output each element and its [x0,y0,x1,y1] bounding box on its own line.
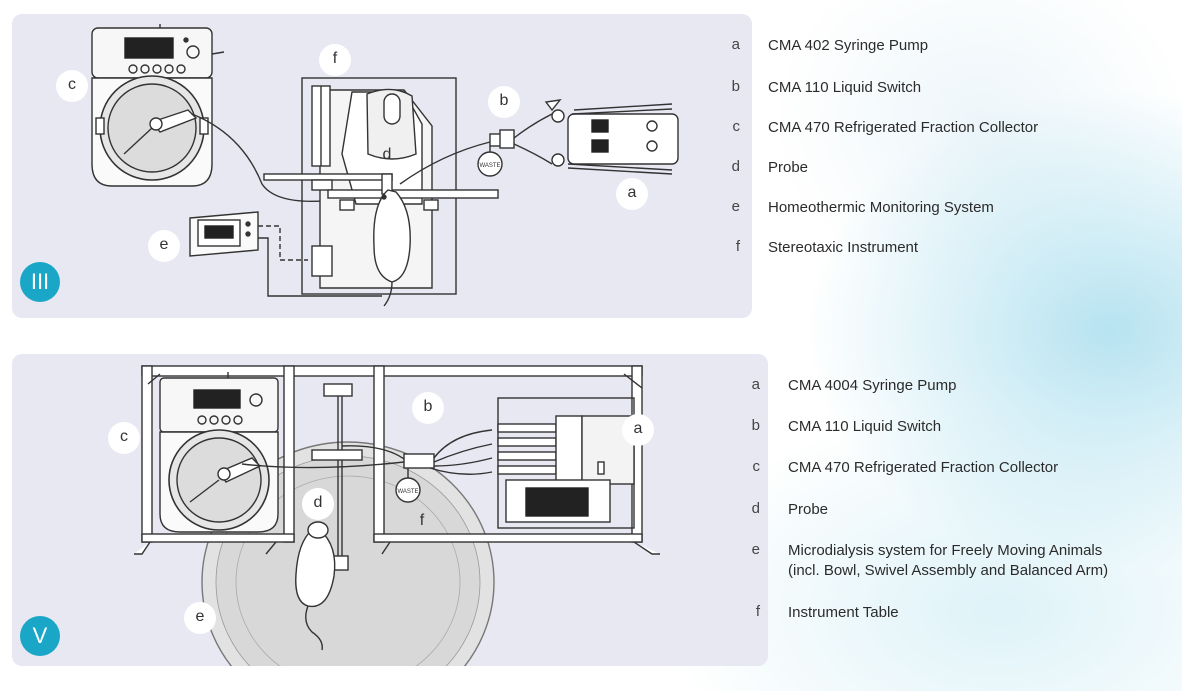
legend-text: CMA 4004 Syringe Pump [788,377,957,394]
legend-letter: a [751,376,760,393]
legend-text-line2: (incl. Bowl, Swivel Assembly and Balance… [788,562,1109,579]
panel-number-iii: III [20,262,60,302]
instrument-table-drawing [134,365,660,555]
callout-f-iii: f [319,44,351,76]
legend-letter: b [731,78,740,95]
setup-diagram-iii: WASTE c f b d a e III [12,14,752,318]
liquid-switch-drawing: WASTE [399,113,553,185]
callout-b-v: b [412,392,444,424]
callout-c-v: c [108,422,140,454]
legend-letter: c [752,458,761,475]
callout-e-iii: e [148,230,180,262]
fraction-collector-drawing-v [159,372,279,533]
legend-text: CMA 470 Refrigerated Fraction Collector [788,459,1059,476]
legend-letter: a [731,36,740,53]
syringe-pump-drawing-v [497,397,635,529]
legend-text: Probe [788,501,829,518]
legend-text: Stereotaxic Instrument [768,239,919,256]
callout-a-iii: a [616,178,648,210]
legend-letter: e [731,198,740,215]
legend-text: Microdialysis system for Freely Moving A… [788,542,1103,559]
waste-label-iii: WASTE [479,163,500,169]
legend-text: CMA 470 Refrigerated Fraction Collector [768,119,1039,136]
callout-b-iii: b [488,86,520,118]
legend-letter: b [751,417,760,434]
homeothermic-monitor-drawing [189,211,382,297]
callout-d-iii: d [382,146,392,163]
legend-text: CMA 110 Liquid Switch [768,79,922,96]
setup-diagram-v: WASTE c b a d f e V [12,354,768,666]
legend-text: Instrument Table [788,604,899,621]
syringe-pump-drawing [544,99,679,175]
legend-letter: c [732,118,741,135]
legend-letter: e [751,541,760,558]
legend-text: Homeothermic Monitoring System [768,199,994,216]
callout-d-v: d [302,488,334,520]
legend-letter: f [735,238,740,255]
setup-v-illustration: WASTE [134,365,660,666]
callout-c-iii: c [56,70,88,102]
rat-drawing [295,521,336,651]
legend-text: CMA 110 Liquid Switch [788,418,942,435]
setup-iii-illustration: WASTE [91,24,679,307]
callout-f-v: f [419,512,425,529]
liquid-switch-drawing-v: WASTE [241,429,493,503]
fraction-collector-drawing [91,24,213,187]
stereotaxic-instrument-drawing [263,77,499,307]
panel-number-v: V [20,616,60,656]
legend-letter: d [751,500,760,517]
legend-letter: d [731,158,740,175]
legend-text: Probe [768,159,809,176]
waste-label-v: WASTE [397,489,418,495]
callout-a-v: a [622,414,654,446]
legend-text: CMA 402 Syringe Pump [768,37,929,54]
legend-letter: f [755,603,760,620]
callout-e-v: e [184,602,216,634]
